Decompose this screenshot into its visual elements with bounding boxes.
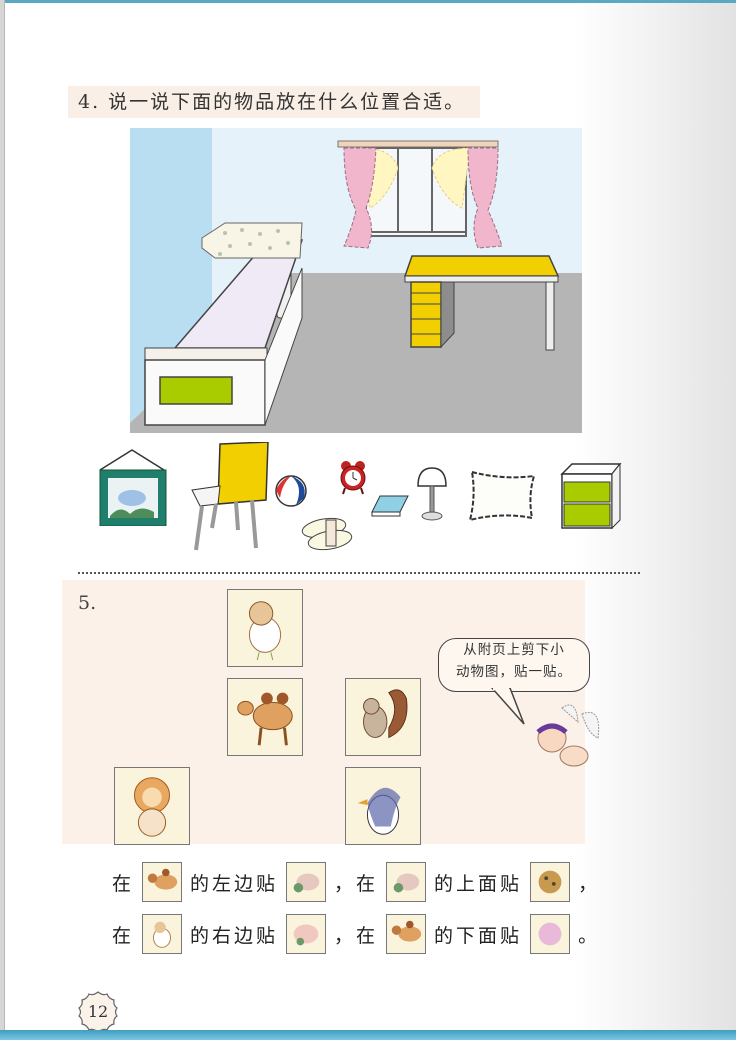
- beach-ball-item: [274, 474, 308, 508]
- sheep-sticker-slot-2: [386, 862, 427, 902]
- card-squirrel: [345, 678, 421, 756]
- camel-sticker-slot-2: [386, 914, 427, 954]
- card-chick: [227, 589, 303, 667]
- desk-lamp-item: [414, 466, 450, 522]
- page-number-badge: 12: [76, 990, 120, 1034]
- sentence-2-part-3: ，在: [334, 924, 379, 947]
- pillow-item: [466, 468, 538, 524]
- section-divider: [78, 572, 640, 574]
- page-number: 12: [87, 1002, 109, 1021]
- items-row: [90, 440, 650, 560]
- sentence-2-part-5: 。: [578, 924, 601, 947]
- speech-bubble: 从附页上剪下小 动物图，贴一贴。: [438, 638, 590, 692]
- card-penguin: [345, 767, 421, 845]
- chair-item: [190, 441, 270, 552]
- leopard-sticker-slot: [530, 862, 571, 902]
- sentence-1-part-2: 的左边贴: [190, 872, 279, 895]
- alarm-clock-item: [338, 458, 368, 498]
- question-5-number: 5.: [78, 592, 97, 614]
- sheep-sticker-slot: [286, 862, 327, 902]
- sentence-2-part-2: 的右边贴: [190, 924, 279, 947]
- bedroom-scene: [130, 128, 582, 433]
- nightstand-item: [560, 462, 622, 530]
- question-4-title: 4. 说一说下面的物品放在什么位置合适。: [68, 86, 480, 118]
- sentence-1-part-5: ，: [578, 872, 601, 895]
- sentence-2: 在 的右边贴 ，在 的下面贴 。: [108, 914, 604, 954]
- book-item: [370, 494, 410, 518]
- sentence-2-part-4: 的下面贴: [434, 924, 523, 947]
- card-camel: [227, 678, 303, 756]
- angel-character: [526, 698, 606, 778]
- framed-picture-item: [96, 446, 168, 527]
- pink-pig-sticker-slot: [530, 914, 571, 954]
- sentence-2-part-1: 在: [112, 924, 135, 947]
- camel-sticker-slot: [142, 862, 183, 902]
- sentence-1-part-1: 在: [112, 872, 135, 895]
- card-lion: [114, 767, 190, 845]
- sentence-1-part-3: ，在: [334, 872, 379, 895]
- bottom-border: [0, 1030, 736, 1040]
- speech-bubble-line-2: 动物图，贴一贴。: [456, 664, 572, 680]
- pig-sticker-slot: [286, 914, 327, 954]
- speech-bubble-tail: [490, 688, 525, 725]
- speech-bubble-line-1: 从附页上剪下小: [463, 642, 565, 658]
- slippers-item: [298, 512, 358, 552]
- window: [337, 140, 503, 249]
- page-binding-edge: [0, 0, 5, 1040]
- top-border: [0, 0, 736, 3]
- chick-sticker-slot: [142, 914, 183, 954]
- sentence-1: 在 的左边贴 ，在 的上面贴 ，: [108, 862, 604, 902]
- sentence-1-part-4: 的上面贴: [434, 872, 523, 895]
